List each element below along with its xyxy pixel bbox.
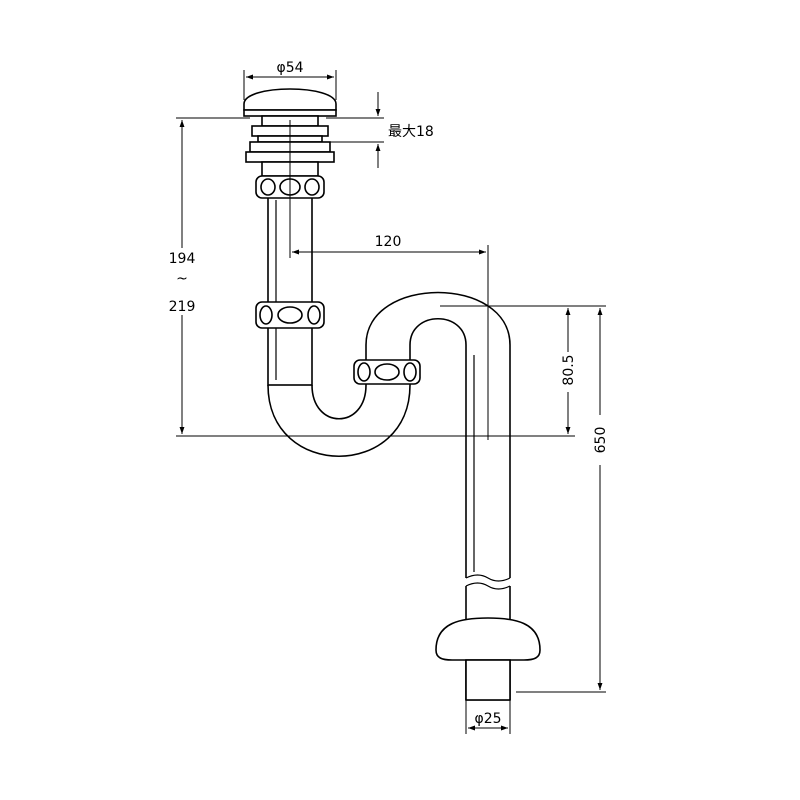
height-min-label: 194 bbox=[169, 251, 196, 267]
height-range-mark: ~ bbox=[176, 271, 188, 287]
dim-overall-height: 194 ~ 219 bbox=[169, 117, 575, 437]
u-bend bbox=[267, 384, 411, 457]
top-arch bbox=[365, 291, 511, 346]
dim-cap-diameter: φ54 bbox=[243, 60, 337, 100]
height-max-label: 219 bbox=[169, 299, 196, 315]
dim-trap-height: 80.5 bbox=[440, 305, 606, 434]
max-height-label: 最大18 bbox=[388, 124, 434, 140]
outlet-diameter-label: φ25 bbox=[474, 711, 501, 727]
dim-outlet-diameter: φ25 bbox=[465, 700, 511, 734]
drain-cap bbox=[243, 88, 337, 111]
pipe-body bbox=[267, 194, 541, 701]
inlet-slip-nut bbox=[255, 301, 325, 329]
horizontal-offset-label: 120 bbox=[375, 234, 402, 250]
dim-horizontal-offset: 120 bbox=[289, 120, 489, 440]
floor-flange bbox=[435, 617, 541, 661]
trap-height-label: 80.5 bbox=[561, 354, 577, 385]
dim-total-height: 650 bbox=[516, 308, 609, 693]
trap-slip-nut bbox=[353, 359, 421, 385]
cap-diameter-label: φ54 bbox=[276, 60, 303, 76]
dim-max-height: 最大18 bbox=[326, 92, 434, 168]
break-mark bbox=[465, 574, 511, 582]
total-height-label: 650 bbox=[593, 427, 609, 454]
